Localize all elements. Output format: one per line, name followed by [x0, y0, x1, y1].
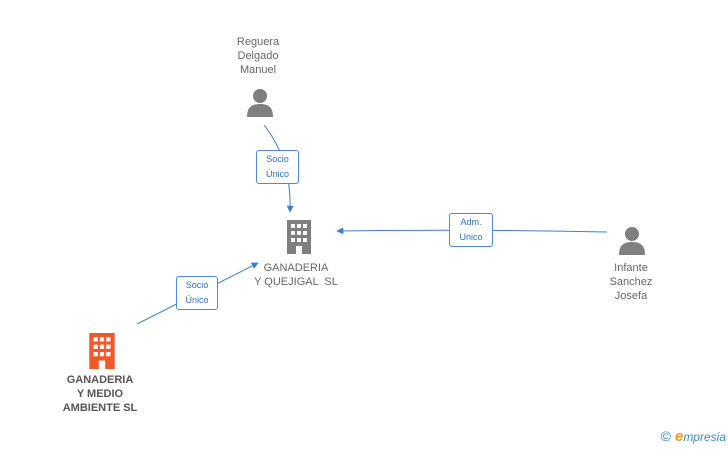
building-icon[interactable]	[285, 220, 313, 254]
copyright-symbol: ©	[660, 428, 671, 444]
person-icon[interactable]	[618, 226, 646, 256]
brand-initial: e	[674, 428, 684, 445]
empresia-watermark: ©empresia	[661, 428, 726, 445]
edge-badge-adm-unico[interactable]: Adm. Unico	[449, 213, 493, 247]
person-icon[interactable]	[246, 88, 274, 118]
node-label-reguera: Reguera Delgado Manuel	[236, 36, 280, 76]
node-label-ganaderia-medio: GANADERIA Y MEDIO AMBIENTE SL	[62, 374, 138, 414]
node-label-ganaderia-quejigal: GANADERIA Y QUEJIGAL SL	[254, 262, 338, 288]
edge-badge-socio-unico[interactable]: Socio Único	[176, 276, 218, 310]
node-label-infante: Infante Sanchez Josefa	[609, 262, 653, 302]
building-icon[interactable]	[87, 333, 117, 369]
brand-name: mpresia	[683, 430, 726, 444]
edge-badge-socio-unico[interactable]: Socio Único	[256, 150, 299, 184]
